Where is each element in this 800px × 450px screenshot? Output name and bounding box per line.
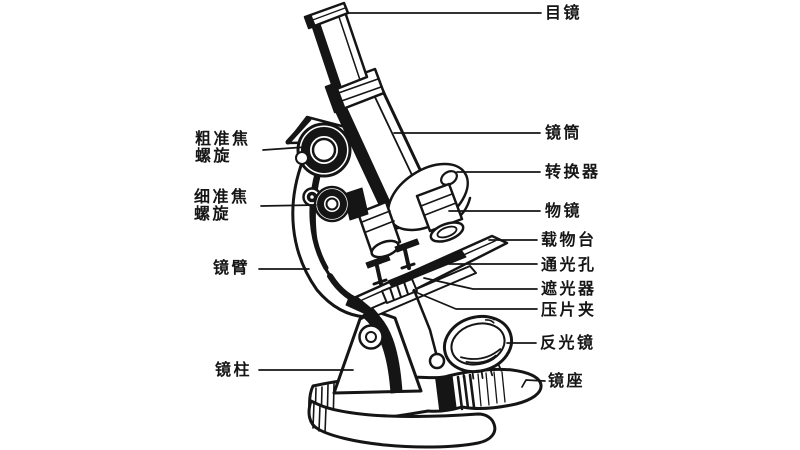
label-fine-focus-line1: 细准焦 [194,187,250,206]
label-coarse-focus-line1: 粗准焦 [195,129,251,148]
eyepiece-drawing [303,1,369,92]
label-base: 镜座 [548,371,586,390]
fine-focus-callout-line [260,204,317,207]
fine-focus-knob-drawing [302,185,369,223]
label-stage: 载物台 [541,230,597,249]
coarse-focus-callout-line [262,146,307,151]
coarse-focus-knob-drawing [295,122,352,178]
diaphragm-callout-line [423,277,538,290]
label-fine-focus: 细准焦 螺旋 [194,188,250,222]
label-coarse-focus: 粗准焦 螺旋 [195,130,251,164]
label-stage-clip: 压片夹 [541,300,597,319]
label-eyepiece: 目镜 [545,3,583,22]
diaphragm-drawing [381,278,418,304]
label-mirror: 反光镜 [540,333,596,352]
stage-clip-callout-line [412,290,538,310]
base-callout-line [521,379,546,388]
arm-drawing [291,158,374,319]
label-arm: 镜臂 [213,258,251,277]
label-aperture: 通光孔 [541,255,597,274]
objective-lenses-drawing [356,182,465,259]
label-nosepiece: 转换器 [545,162,601,181]
stage-drawing [345,234,509,316]
mirror-drawing [412,288,514,380]
label-diaphragm: 遮光器 [541,279,597,298]
pillar-drawing [332,307,423,395]
label-pillar: 镜柱 [215,360,253,379]
label-coarse-focus-line2: 螺旋 [195,146,233,165]
stage-clip-drawing [365,238,420,286]
label-fine-focus-line2: 螺旋 [194,204,232,223]
label-tube: 镜筒 [545,123,583,142]
label-objective: 物镜 [545,201,583,220]
